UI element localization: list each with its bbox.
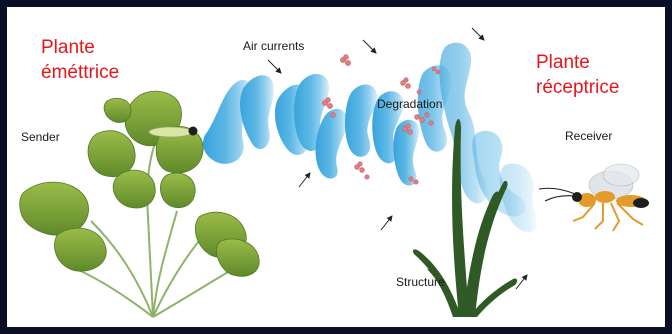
- receptor-plant-label: Plante réceptrice: [536, 50, 619, 100]
- diagonal-arrow-icon: [472, 28, 484, 40]
- emitter-plant-label-line1: Plante: [41, 35, 119, 60]
- emitter-plant-label-line2: éméttrice: [41, 60, 119, 85]
- emitter-plant-label: Plante éméttrice: [41, 35, 119, 85]
- volatile-plume: [203, 43, 537, 232]
- diagonal-arrow-icon: [381, 216, 392, 230]
- receiver-label: Receiver: [565, 130, 612, 142]
- diagonal-arrow-icon: [299, 173, 310, 187]
- degradation-label: Degradation: [377, 98, 442, 110]
- wasp-receiver: [539, 164, 649, 231]
- diagonal-arrow-icon: [268, 60, 281, 73]
- receptor-plant-label-line2: réceptrice: [536, 75, 619, 100]
- diagonal-arrow-icon: [516, 275, 527, 289]
- molecule-icon: [409, 177, 413, 181]
- air-currents-label: Air currents: [243, 40, 304, 52]
- receptor-plant-label-line1: Plante: [536, 50, 619, 75]
- sender-label: Sender: [21, 131, 60, 143]
- molecule-icon: [432, 67, 436, 71]
- molecule-icon: [415, 115, 420, 120]
- diagram-panel: Plante éméttrice Plante réceptrice Sende…: [7, 7, 665, 327]
- structure-label: Structure: [396, 276, 445, 288]
- diagonal-arrow-icon: [363, 40, 376, 53]
